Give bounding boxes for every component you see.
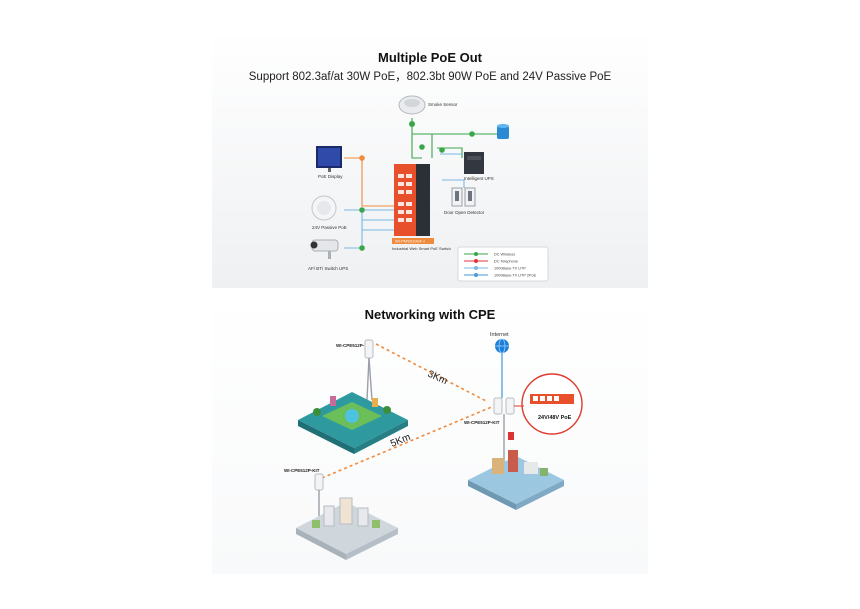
legend-dot <box>474 266 478 270</box>
link-dot <box>409 121 415 127</box>
cpe-b-label: WI-CPE512P-KIT <box>464 420 500 425</box>
cpe-a-antenna-icon <box>364 339 374 401</box>
link-dot <box>419 144 425 150</box>
legend-dot <box>474 259 478 263</box>
smoke-sensor-label: Smoke Sensor <box>428 102 458 107</box>
poe-link-markers <box>359 121 475 251</box>
poe-section-subtitle: Support 802.3af/at 30W PoE，802.3bt 90W P… <box>248 71 612 83</box>
legend-label: 1000Base-TX UTP <box>494 267 526 271</box>
link-dot <box>359 207 365 213</box>
ups-icon <box>464 152 484 174</box>
water-sensor-icon <box>497 124 509 139</box>
poe-display-icon <box>316 146 342 172</box>
cpe-networking-panel: Networking with CPE 3Km 5Km Internet WI-… <box>212 292 648 574</box>
link-legend: DC Wireless DC Telephone 1000Base-TX UTP 10… <box>457 246 549 282</box>
poe-out-panel: Multiple PoE Out Support 802.3af/at 30W … <box>212 30 648 288</box>
poe-links <box>344 118 502 249</box>
ups-label: Intelligent UPS <box>464 176 494 181</box>
security-camera-icon <box>310 239 339 259</box>
passive-poe-ap-icon <box>311 195 337 221</box>
residential-city-block <box>296 497 398 560</box>
cpe-section-title: Networking with CPE <box>364 307 496 322</box>
smoke-sensor-icon <box>398 95 426 115</box>
door-detector-icon <box>451 187 476 207</box>
legend-dot <box>474 273 478 277</box>
link-dot <box>359 155 365 161</box>
distance-5km-label: 5Km <box>389 432 412 450</box>
camera-label: AF/ BT/ Switch UPS <box>308 266 348 271</box>
poe-section-title: Multiple PoE Out <box>378 50 482 65</box>
internet-globe-icon <box>495 338 509 354</box>
wireless-link-5km <box>321 405 495 479</box>
poe-voltage-label: 24V/48V PoE <box>538 415 572 421</box>
switch-name-label: Industrial Web Smart PoE Switch <box>392 246 451 251</box>
industrial-poe-switch <box>394 164 430 236</box>
legend-label: DC Wireless <box>494 253 515 257</box>
door-detector-label: Door Open Detector <box>444 210 485 215</box>
cpe-topology-diagram: 3Km 5Km Internet WI-CPE512P-KIT <box>284 332 583 560</box>
industrial-city-block <box>468 450 564 510</box>
park-city-block <box>298 392 408 454</box>
switch-tag-badge <box>392 238 434 244</box>
legend-dot <box>474 252 478 256</box>
cpe-b-antenna-icon <box>493 397 515 462</box>
distance-3km-label: 3Km <box>426 369 449 387</box>
cpe-c-label: WI-CPE512P-KIT <box>284 468 320 473</box>
legend-label: DC Telephone <box>494 260 518 264</box>
poe-topology-diagram: Smoke Sensor Intelligent UPS Door Open D… <box>308 95 549 282</box>
internet-label: Internet <box>490 332 509 338</box>
poe-switch-callout <box>521 373 583 435</box>
legend-label: 1000Base-TX UTP 2PoE <box>494 274 537 278</box>
link-dot <box>439 147 445 153</box>
switch-tag-text: WI-PMS310GF-I <box>395 239 425 244</box>
poe-display-label: PoE Display <box>318 174 343 179</box>
link-dot <box>469 131 475 137</box>
link-dot <box>359 245 365 251</box>
wireless-links <box>321 343 495 479</box>
poe-injector-icon <box>508 432 514 440</box>
passive-poe-label: 24V Passive PoE <box>312 225 347 230</box>
cpe-a-label: WI-CPE512P-KIT <box>336 343 372 348</box>
